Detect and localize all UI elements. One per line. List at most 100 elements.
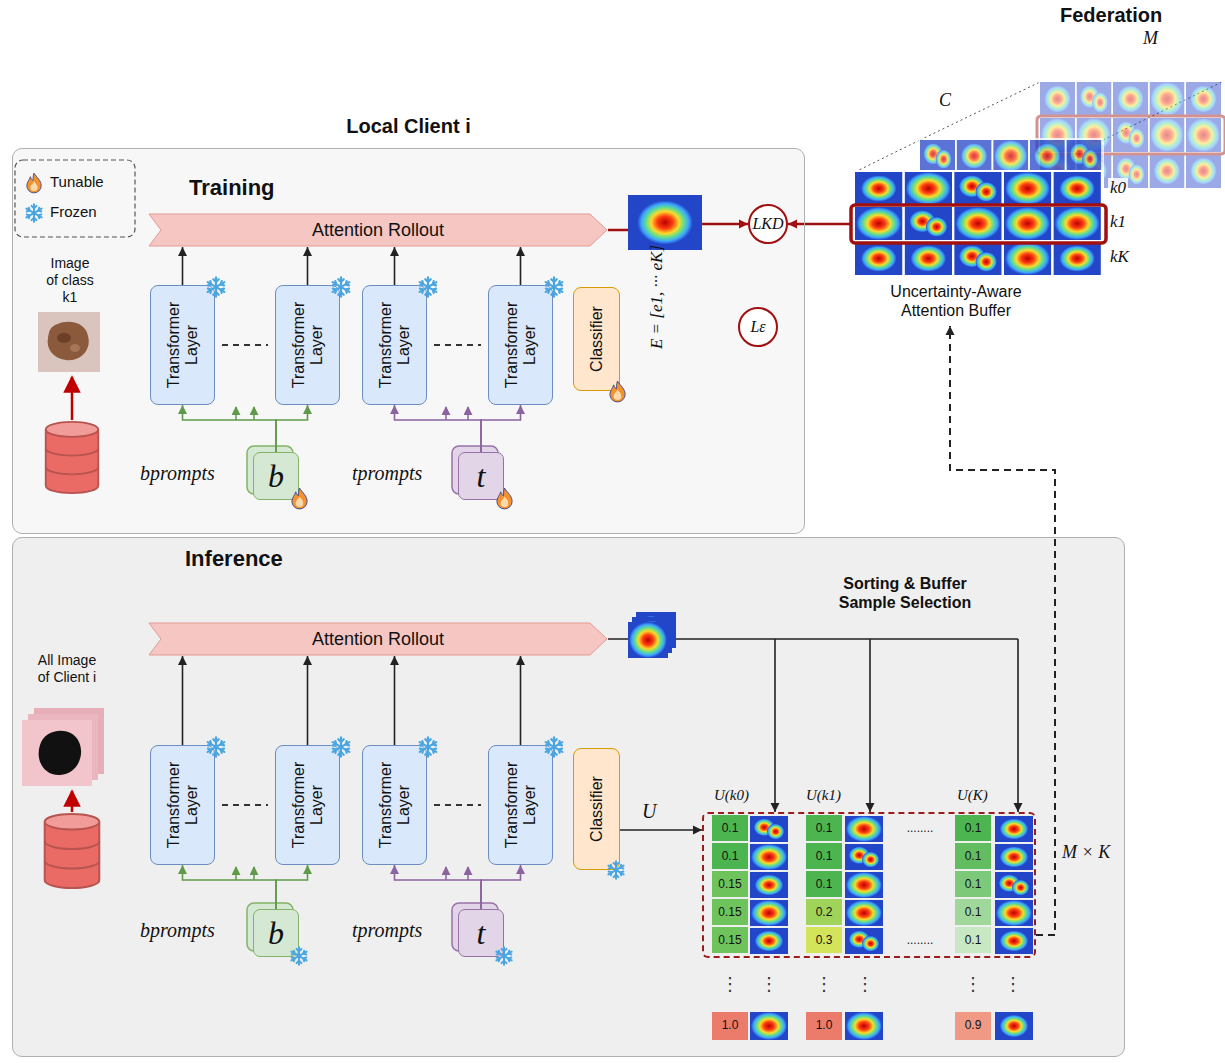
buffer-layer-front — [851, 170, 1106, 280]
arrowhead — [303, 247, 312, 256]
ellipsis-dashes — [434, 344, 481, 346]
node-label: Local Client i — [13, 115, 804, 138]
connector-line — [788, 223, 852, 226]
table-images — [750, 844, 788, 870]
input-images: All Image of Client i — [20, 652, 114, 794]
ellipsis-dashes — [434, 804, 481, 806]
arrowhead — [771, 803, 780, 812]
table-images — [845, 1012, 883, 1040]
table-images — [750, 900, 788, 926]
frozen-icon — [208, 277, 225, 296]
table-cell: 0.1 — [955, 871, 991, 897]
prompt-box: b — [253, 452, 299, 500]
transformer-layer: Transformer Layer — [362, 745, 427, 865]
transformer-layer: Transformer Layer — [275, 745, 340, 865]
connector — [608, 220, 748, 231]
attention-map-stack — [628, 612, 676, 658]
client-panel: Local Client iTrainingAttention RolloutT… — [12, 148, 805, 534]
connector — [390, 865, 481, 909]
prompt-arrows — [253, 867, 255, 880]
table-cell: 0.1 — [955, 815, 991, 841]
arrowhead — [178, 865, 187, 874]
transformer-layer: Transformer Layer — [150, 285, 215, 405]
dimension-label: C — [939, 90, 951, 111]
buffer-layer-front — [954, 207, 1002, 240]
connector-line — [394, 656, 396, 745]
ellipsis: ⋮ — [963, 964, 983, 1004]
input-image: Image of class k1 — [28, 255, 112, 375]
connector-line — [608, 639, 1018, 812]
prompt-label: tprompts — [352, 462, 422, 485]
connector-line — [620, 829, 702, 831]
buffer-layer-middle — [918, 138, 1104, 174]
node-label: b — [268, 917, 284, 949]
node-label: Training — [189, 175, 275, 201]
connector — [390, 656, 399, 745]
attention-map-stack — [628, 622, 668, 658]
buffer-layer-back — [1150, 118, 1185, 152]
prompt-label: bprompts — [140, 462, 215, 485]
arrowhead — [693, 826, 702, 835]
buffer-layer-front — [855, 207, 903, 240]
node-label: Transformer Layer — [502, 293, 539, 397]
arrowhead — [946, 326, 955, 335]
prompt-arrows — [235, 867, 237, 880]
perspective-lines — [920, 82, 1040, 140]
buffer-layer-front — [1004, 242, 1052, 275]
prompt-arrows — [235, 407, 237, 420]
prompt-arrows — [467, 867, 469, 880]
connector-line — [183, 865, 277, 909]
connector — [481, 865, 525, 909]
connector-line — [276, 865, 308, 909]
lesion-image-stack — [22, 708, 104, 786]
inference-panel: InferenceAttention RolloutTransformer La… — [12, 537, 1125, 1057]
legend-label: Frozen — [50, 203, 97, 220]
buffer-layer-back — [1113, 118, 1148, 152]
table-images — [750, 816, 788, 842]
prompt-box: b — [253, 909, 299, 957]
buffer-layer-front — [905, 207, 953, 240]
transformer-layer: Transformer Layer — [362, 285, 427, 405]
arrowhead — [303, 865, 312, 874]
frozen-icon — [420, 277, 437, 296]
ellipsis: ⋮ — [814, 964, 834, 1004]
buffer-layer-back — [1186, 82, 1221, 116]
dimension-label: M — [1143, 28, 1158, 49]
table-images — [995, 928, 1033, 954]
panel-ground — [12, 537, 1125, 1057]
lesion-image — [70, 344, 80, 352]
classifier: Classifier — [573, 748, 620, 870]
transformer-layer: Transformer Layer — [275, 285, 340, 405]
buffer-layer-middle — [920, 140, 955, 172]
connector — [390, 405, 481, 452]
table-cell: 0.1 — [806, 843, 842, 869]
loss-circle: Lε — [738, 307, 778, 347]
table-cell: 0.2 — [806, 899, 842, 925]
selection-table: M × K — [702, 812, 1036, 958]
connector — [276, 865, 312, 909]
table-cell: 0.15 — [712, 927, 748, 953]
table-images — [750, 816, 1033, 1040]
buffer-layer-front — [1004, 172, 1052, 205]
tunable-icon — [27, 173, 41, 193]
embedding-label: E = [e1, ··· eK] — [647, 245, 667, 349]
frozen-icon — [333, 277, 350, 296]
buffer-layer-front — [954, 242, 1002, 275]
connector-line — [276, 405, 308, 452]
lesion-image-stack — [39, 731, 81, 775]
ellipsis-dashes — [222, 344, 268, 346]
database — [46, 422, 99, 493]
column-header: U(k1) — [806, 787, 841, 804]
table-cell: 0.1 — [955, 843, 991, 869]
buffer-layer-front — [954, 172, 1002, 205]
arrowhead — [303, 405, 312, 414]
buffer-layer-back — [1113, 154, 1148, 188]
connector-line — [183, 405, 277, 452]
node-label: All Image of Client i — [36, 652, 98, 686]
node-label: Attention Rollout — [312, 629, 444, 650]
table-cell: 0.3 — [806, 927, 842, 953]
title: Federation — [1060, 4, 1162, 27]
